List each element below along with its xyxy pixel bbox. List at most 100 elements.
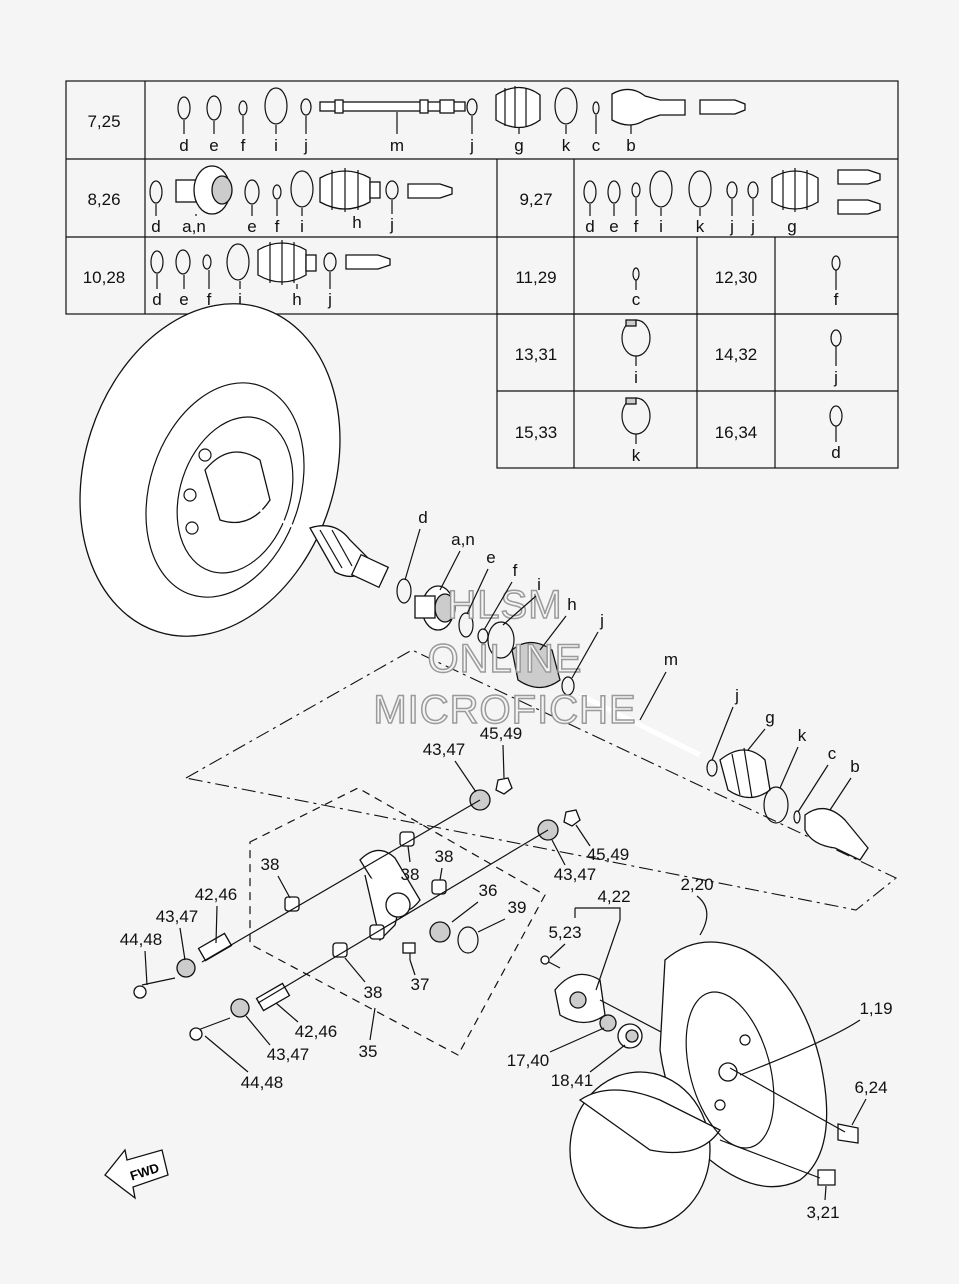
callout-1-19: 1,19 [859,999,892,1018]
row-key-14-32: 14,32 [715,345,758,364]
callout-38: 38 [364,983,383,1002]
kit-part-e: e [609,217,618,236]
forward-direction-arrow: FWD [104,1148,169,1200]
callout-43-47: 43,47 [554,865,597,884]
kit-part-a-n: a,n [182,217,206,236]
callout-35: 35 [359,1042,378,1061]
kit-part-d: d [585,217,594,236]
callout-4-22: 4,22 [597,887,630,906]
kit-part-f: f [275,217,280,236]
watermark-line-2: ONLINE [428,637,583,681]
kit-part-h: h [352,213,361,232]
callouts: d a,n e f i h j m j g k c b 43,47 45,49 … [120,508,893,1222]
kit-part-c: c [592,136,601,155]
callout-36: 36 [479,881,498,900]
kit-part-h: h [292,290,301,309]
callout-2-20: 2,20 [680,875,713,894]
callout-h: h [567,595,576,614]
kit-part-e: e [179,290,188,309]
watermark: HLSM ONLINE MICROFICHE [373,582,637,733]
row-key-9-27: 9,27 [519,190,552,209]
kit-part-i: i [274,136,278,155]
row-key-13-31: 13,31 [515,345,558,364]
callout-42-46: 42,46 [195,885,238,904]
swing-arm-group-outline [249,787,546,1056]
kit-part-d: d [179,136,188,155]
watermark-line-1: HLSM [447,583,562,627]
row-key-11-29: 11,29 [515,268,556,287]
callout-38: 38 [401,865,420,884]
callout-d: d [418,508,427,527]
kit-part-j: j [327,290,332,309]
swing-arm-parts [133,777,581,1041]
kit-part-b: b [626,136,635,155]
callout-g: g [765,708,774,727]
kit-part-j: j [389,215,394,234]
callout-j: j [734,686,739,705]
callout-a-n: a,n [451,530,475,549]
kit-part-k: k [696,217,705,236]
callout-i: i [537,575,541,594]
shaft-parts [396,578,869,861]
kit-part-i: i [238,290,242,309]
callout-e: e [486,548,495,567]
callout-3-21: 3,21 [806,1203,839,1222]
callout-k: k [798,726,807,745]
callout-m: m [664,650,678,669]
callout-38: 38 [261,855,280,874]
row-key-15-33: 15,33 [515,423,558,442]
kit-part-f: f [207,290,212,309]
callout-42-46: 42,46 [295,1022,338,1041]
kit-part-d: d [831,443,840,462]
kit-row-10-28-parts: d e f i h j [150,240,391,309]
kit-row-8-26-parts: d a,n e f i h j [149,165,453,236]
rear-wheel-tire-assembly [79,303,341,637]
row-key-7-25: 7,25 [87,112,120,131]
kit-part-i: i [659,217,663,236]
kit-single-parts: c f i j k d [621,255,843,465]
kit-part-e: e [247,217,256,236]
callout-f: f [513,561,518,580]
kit-part-j: j [303,136,308,155]
shaft-assembly-outline [184,649,898,911]
callout-18-41: 18,41 [551,1071,594,1090]
callout-39: 39 [508,898,527,917]
hub-assembly [540,955,731,1069]
callout-43-47: 43,47 [423,740,466,759]
kit-part-d: d [152,290,161,309]
kit-part-j: j [729,217,734,236]
kit-part-f: f [241,136,246,155]
kit-part-d: d [151,217,160,236]
callout-45-49: 45,49 [480,724,523,743]
row-key-16-34: 16,34 [715,423,758,442]
kit-part-i: i [300,217,304,236]
watermark-line-3: MICROFICHE [373,688,636,732]
callout-43-47: 43,47 [156,907,199,926]
kit-table: 7,25 8,26 9,27 10,28 11,29 12,30 13,31 1… [65,80,899,469]
kit-part-j: j [469,136,474,155]
kit-part-f: f [834,290,839,309]
row-key-12-30: 12,30 [715,268,758,287]
kit-part-g: g [514,136,523,155]
kit-part-f: f [634,217,639,236]
callout-6-24: 6,24 [854,1078,887,1097]
kit-part-e: e [209,136,218,155]
kit-row-9-27-parts: d e f i k j j g [583,168,881,236]
callout-17-40: 17,40 [507,1051,550,1070]
kit-row-7-25-parts: d e f i j m j g k c b [177,86,746,155]
callout-37: 37 [411,975,430,994]
callout-5-23: 5,23 [548,923,581,942]
kit-part-k: k [562,136,571,155]
kit-part-k: k [632,446,641,465]
callout-b: b [850,757,859,776]
callout-j: j [599,611,604,630]
kit-part-c: c [632,290,641,309]
callout-44-48: 44,48 [120,930,163,949]
drive-shaft-assembly [249,503,390,589]
callout-38: 38 [435,847,454,866]
callout-45-49: 45,49 [587,845,630,864]
row-key-8-26: 8,26 [87,190,120,209]
callout-44-48: 44,48 [241,1073,284,1092]
kit-part-g: g [787,217,796,236]
